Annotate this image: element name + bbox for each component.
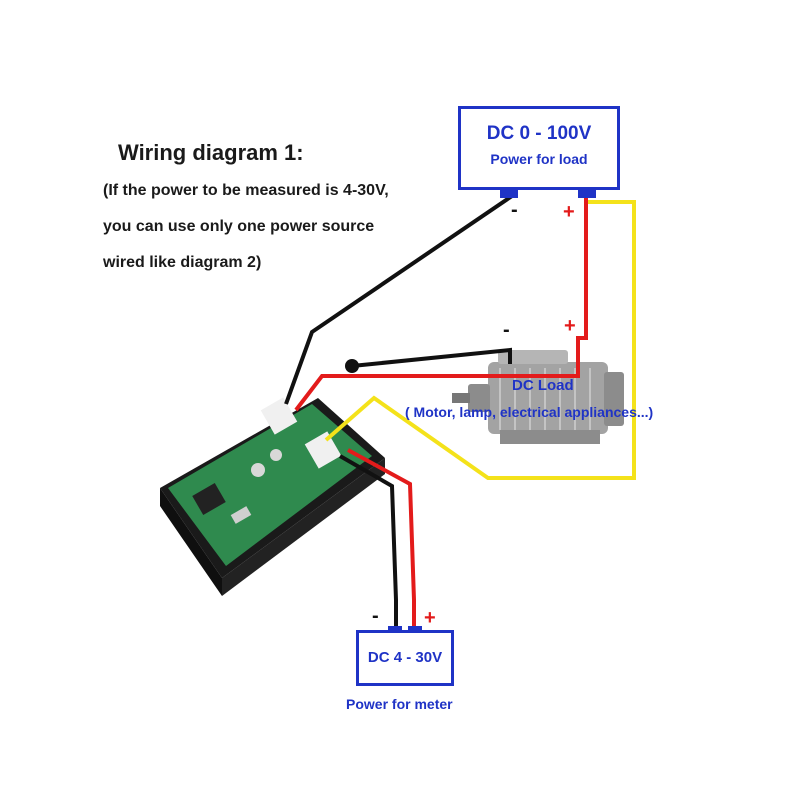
meter-power-supply-box: DC 4 - 30V	[356, 630, 454, 686]
meter-supply-label: Power for meter	[346, 696, 453, 712]
note-line-3: wired like diagram 2)	[103, 254, 262, 271]
meter-supply-plus-sign: +	[424, 607, 436, 629]
diagram-title: Wiring diagram 1:	[118, 140, 304, 165]
motor-minus-sign: -	[503, 319, 510, 341]
dc-load-label: DC Load	[512, 377, 574, 394]
load-power-supply-box: DC 0 - 100V Power for load	[458, 106, 620, 190]
meter-supply-minus-sign: -	[372, 605, 379, 627]
voltmeter-ammeter-module	[160, 397, 385, 596]
dc-motor-icon	[452, 350, 624, 444]
load-supply-label: Power for load	[490, 151, 588, 167]
note-line-2: you can use only one power source	[103, 218, 375, 235]
load-supply-plus-sign: +	[563, 201, 575, 223]
motor-plus-sign: +	[564, 315, 576, 337]
junction-dot	[345, 359, 359, 373]
dc-load-description: ( Motor, lamp, electrical appliances...)	[405, 404, 654, 420]
load-supply-minus-sign: -	[511, 199, 518, 221]
meter-supply-voltage: DC 4 - 30V	[367, 649, 443, 666]
note-line-1: (If the power to be measured is 4-30V,	[103, 182, 389, 199]
load-supply-voltage: DC 0 - 100V	[486, 123, 592, 144]
